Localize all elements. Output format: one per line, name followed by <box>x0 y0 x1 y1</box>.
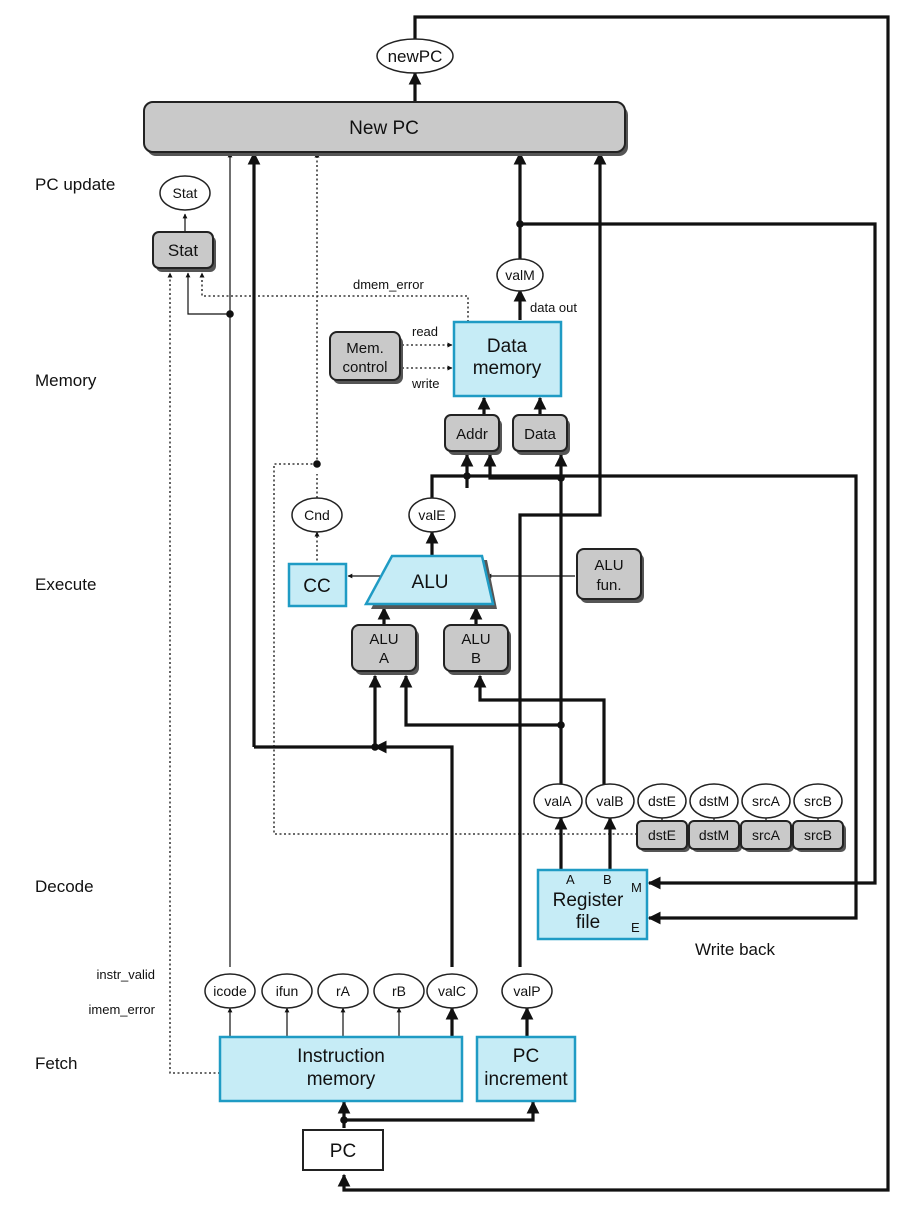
vala-label: valA <box>544 793 572 809</box>
stage-decode: Decode <box>35 877 94 896</box>
stage-memory: Memory <box>35 371 97 390</box>
write-label: write <box>411 376 439 391</box>
dmem-error-label: dmem_error <box>353 277 424 292</box>
rb-signal: rB <box>373 973 425 1009</box>
srca-block-label: srcA <box>752 827 781 843</box>
ra-signal: rA <box>317 973 369 1009</box>
instr-valid-label: instr_valid <box>96 967 155 982</box>
dste-block: dstE <box>636 820 690 852</box>
newpc-label: newPC <box>388 47 443 66</box>
register-file-label-2: file <box>576 912 600 933</box>
alu-a-label-1: ALU <box>369 631 398 648</box>
pc-increment-block: PC increment <box>475 1035 577 1103</box>
srca-signal: srcA <box>741 783 791 819</box>
mem-control-block: Mem. control <box>329 331 403 384</box>
cnd-label: Cnd <box>304 507 330 523</box>
stat-signal: Stat <box>159 175 211 211</box>
read-label: read <box>412 324 438 339</box>
register-file-label-1: Register <box>553 890 624 911</box>
stage-write-back: Write back <box>695 940 775 959</box>
regfile-port-a: A <box>566 872 575 887</box>
stat-block-label: Stat <box>168 241 199 260</box>
alu-b-label-1: ALU <box>461 631 490 648</box>
instruction-memory-label-1: Instruction <box>297 1046 385 1067</box>
valc-label: valC <box>438 983 466 999</box>
alu-label: ALU <box>412 572 449 593</box>
alu-fun-block: ALU fun. <box>576 548 644 603</box>
alu-fun-label-1: ALU <box>594 557 623 574</box>
srcb-block: srcB <box>792 820 846 852</box>
stage-pc-update: PC update <box>35 175 115 194</box>
vale-signal: valE <box>408 497 456 533</box>
stat-signal-label: Stat <box>173 185 198 201</box>
pc-increment-label-1: PC <box>513 1046 539 1067</box>
dstm-signal: dstM <box>689 783 739 819</box>
stage-fetch: Fetch <box>35 1054 78 1073</box>
data-memory-label-1: Data <box>487 336 528 357</box>
vale-label: valE <box>418 507 445 523</box>
srcb-signal-label: srcB <box>804 793 832 809</box>
data-block: Data <box>512 414 570 455</box>
alu-block: ALU <box>363 554 497 609</box>
stat-block: Stat <box>152 231 216 272</box>
cc-block: CC <box>287 562 348 608</box>
regfile-port-m: M <box>631 880 642 895</box>
stage-execute: Execute <box>35 575 96 594</box>
valp-label: valP <box>513 983 540 999</box>
ifun-label: ifun <box>276 983 299 999</box>
alu-b-block: ALU B <box>443 624 511 675</box>
alu-fun-label-2: fun. <box>596 577 621 594</box>
vala-signal: valA <box>533 783 583 819</box>
valb-signal: valB <box>585 783 635 819</box>
icode-label: icode <box>213 983 247 999</box>
dste-block-label: dstE <box>648 827 676 843</box>
pc-register-label: PC <box>330 1141 356 1162</box>
dstm-block: dstM <box>688 820 742 852</box>
valm-signal: valM <box>496 258 544 292</box>
valb-label: valB <box>596 793 623 809</box>
alu-a-label-2: A <box>379 650 389 667</box>
instruction-memory-block: Instruction memory <box>218 1035 464 1103</box>
data-out-label: data out <box>530 300 577 315</box>
addr-block: Addr <box>444 414 502 455</box>
register-file-block: A B M E Register file <box>536 868 649 941</box>
alu-b-label-2: B <box>471 650 481 667</box>
ra-label: rA <box>336 983 351 999</box>
valp-signal: valP <box>501 973 553 1009</box>
pc-register-block: PC <box>302 1129 384 1171</box>
data-label: Data <box>524 426 556 443</box>
rb-label: rB <box>392 983 406 999</box>
pc-increment-label-2: increment <box>484 1069 568 1090</box>
srca-block: srcA <box>740 820 794 852</box>
alu-a-block: ALU A <box>351 624 419 675</box>
dstm-block-label: dstM <box>699 827 729 843</box>
cc-label: CC <box>303 576 330 597</box>
dstm-signal-label: dstM <box>699 793 729 809</box>
imem-error-label: imem_error <box>89 1002 156 1017</box>
valm-label: valM <box>505 267 535 283</box>
new-pc-block: New PC <box>143 101 628 156</box>
mem-control-label-1: Mem. <box>346 340 384 357</box>
cnd-signal: Cnd <box>291 497 343 533</box>
instruction-memory-label-2: memory <box>307 1069 376 1090</box>
regfile-port-b: B <box>603 872 612 887</box>
ifun-signal: ifun <box>261 973 313 1009</box>
dste-signal: dstE <box>637 783 687 819</box>
srcb-signal: srcB <box>793 783 843 819</box>
mem-control-label-2: control <box>342 359 387 376</box>
data-memory-label-2: memory <box>473 358 542 379</box>
srca-signal-label: srcA <box>752 793 781 809</box>
regfile-port-e: E <box>631 920 640 935</box>
newpc-signal: newPC <box>376 38 454 74</box>
addr-label: Addr <box>456 426 488 443</box>
valc-signal: valC <box>426 973 478 1009</box>
new-pc-label: New PC <box>349 118 419 139</box>
wires <box>167 15 890 1192</box>
srcb-block-label: srcB <box>804 827 832 843</box>
icode-signal: icode <box>204 973 256 1009</box>
dste-signal-label: dstE <box>648 793 676 809</box>
data-memory-block: Data memory <box>452 320 563 398</box>
